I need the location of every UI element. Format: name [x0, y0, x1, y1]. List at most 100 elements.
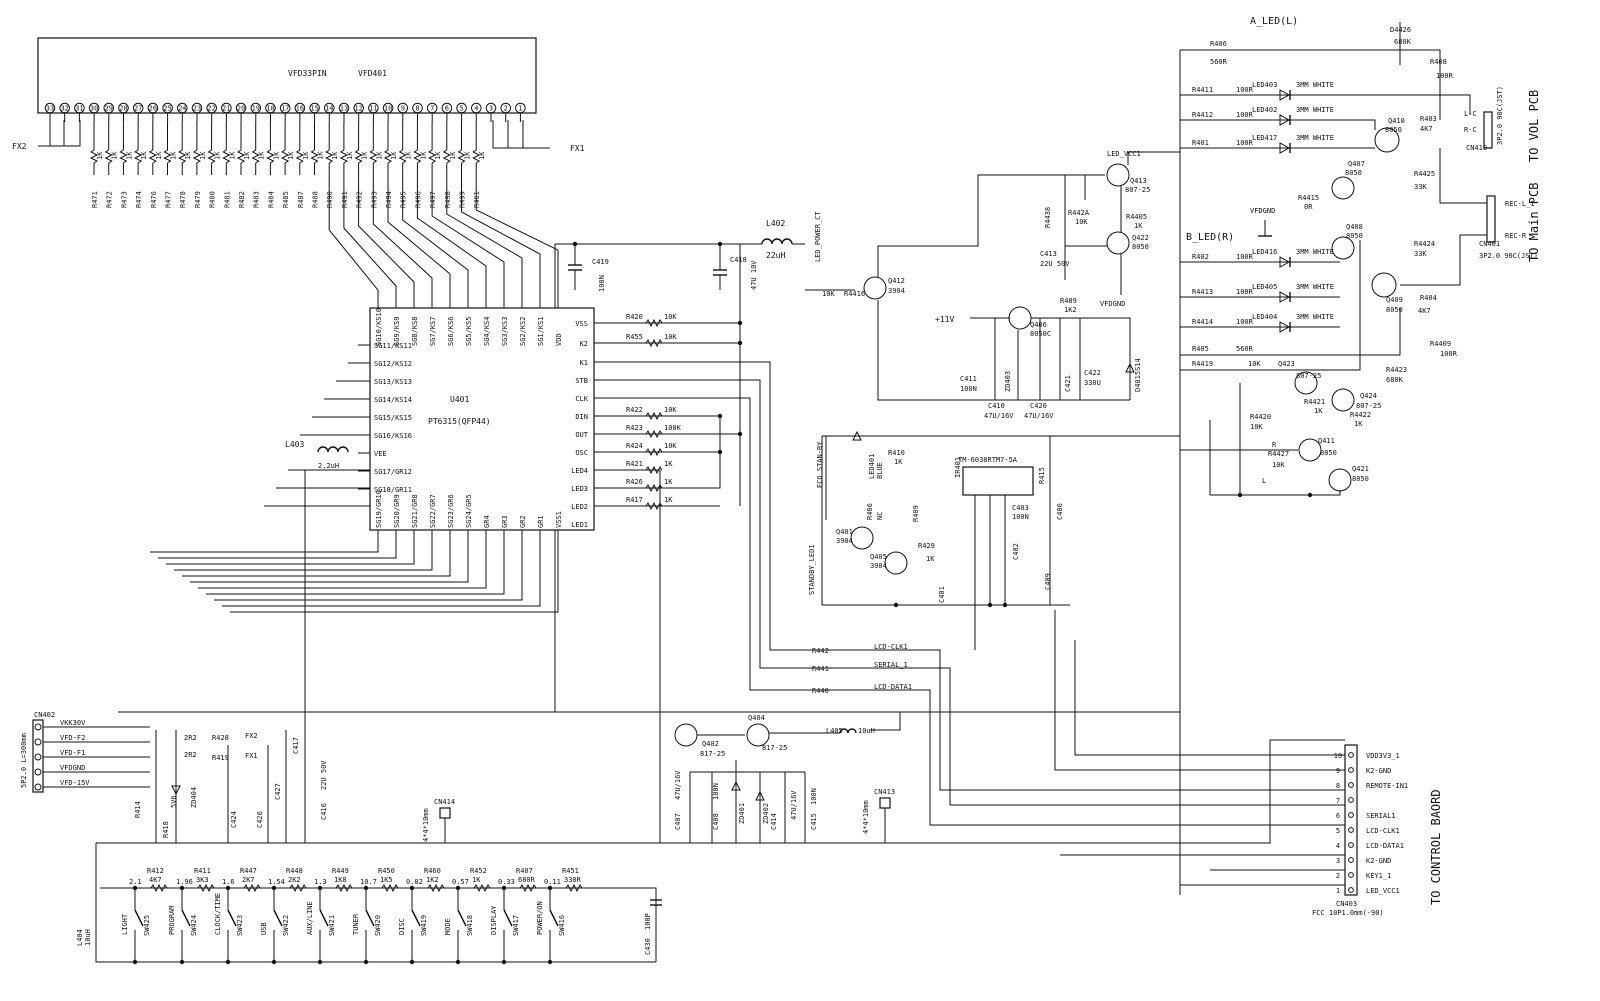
- vfd-pin: [265, 102, 276, 114]
- zd403-ref: ZD403: [1004, 371, 1012, 392]
- q423-ref: Q423: [1278, 360, 1295, 368]
- cn402-pin-label: VFD-F2: [60, 734, 85, 742]
- resistor-value: 1K: [664, 478, 673, 486]
- ic-left-pin-label: SG16/KS16: [374, 432, 412, 440]
- ir-standby: ECO STAN-BY LED401 BLUE R410 1K Q401 390…: [808, 430, 1180, 650]
- q409-ref: Q409: [1386, 296, 1403, 304]
- cn403-pin: [1348, 827, 1354, 833]
- switch-ref: SW417: [512, 915, 520, 936]
- q408-ref: Q408: [1346, 223, 1363, 231]
- switch-contact: [181, 909, 191, 927]
- switch-name: DISC: [398, 918, 406, 935]
- ic-bottom-pin-label: SG24/GR5: [465, 494, 473, 528]
- ic-bottom-pin-label: GR1: [537, 515, 545, 528]
- c430-val: 100P: [644, 913, 652, 930]
- r404-ref: R404: [1420, 294, 1437, 302]
- vfd-pin-number: 12: [354, 105, 362, 113]
- vfd-pin-number: 31: [75, 105, 83, 113]
- vfd-pin: [221, 102, 232, 114]
- l403-val: 2.2uH: [318, 462, 339, 470]
- q424-ref: Q424: [1360, 392, 1377, 400]
- cn414: CN414 4*4*10mm: [422, 798, 455, 843]
- vfd-pin: [471, 102, 482, 114]
- q402-q404: Q402 817-25 Q404 817-25 L405 10uH 47U/16…: [674, 712, 901, 843]
- resistor-symbol: [645, 447, 663, 457]
- vfd-pin-number: 11: [369, 105, 377, 113]
- cn403-pin: [1348, 782, 1354, 788]
- ic-bottom-trace: [222, 542, 541, 607]
- ic-right-pin-label: VSS: [575, 320, 588, 328]
- ic-right-pin-label: LED3: [571, 485, 588, 493]
- led-resistor-value: 100R: [1236, 139, 1254, 147]
- r4415-val: 0R: [1304, 203, 1313, 211]
- r408-val: 100R: [1436, 72, 1454, 80]
- c417-ref: C417: [292, 737, 300, 754]
- r4425-val: 33K: [1414, 183, 1427, 191]
- c416-val: 22U 50V: [320, 760, 328, 790]
- switch-resistor-value: 1K5: [380, 876, 393, 884]
- switch-resistor-value: 1K2: [426, 876, 439, 884]
- junction: [501, 959, 507, 965]
- r4422-val: 1K: [1354, 420, 1363, 428]
- q401-part: 3904: [836, 537, 853, 545]
- cn403-pin: [1348, 872, 1354, 878]
- switch-resistor-ref: R407: [516, 867, 533, 875]
- l405-val: 10uH: [858, 727, 875, 735]
- ic-bottom-trace: [158, 542, 397, 559]
- ic-bottom-pin-label: GR3: [501, 515, 509, 528]
- led-section: A_LED(L) B_LED(R) R406 560R D4426 680K R…: [1179, 16, 1471, 895]
- cn403-pin-label: SERIAL1: [1366, 812, 1396, 820]
- vfd-pin-number: 7: [430, 105, 434, 113]
- resistor-symbol: [133, 149, 143, 164]
- resistor-value: 100K: [664, 424, 682, 432]
- switch-contact: [457, 909, 467, 927]
- led-symbol: [1279, 291, 1291, 303]
- cn403-pin-label: KEY1_1: [1366, 872, 1391, 880]
- zd404-ref: ZD404: [190, 787, 198, 808]
- switch-name: PROGRAM: [168, 905, 176, 935]
- r-label: R: [1272, 441, 1277, 449]
- cn403-pin-number: 7: [1336, 797, 1340, 805]
- switch-resistor-value: 4K7: [149, 876, 162, 884]
- led401-type: BLUE: [876, 462, 884, 479]
- resistor-ref: R499: [459, 191, 467, 208]
- led-resistor-ref: R402: [1192, 253, 1209, 261]
- resistor-ref: R426: [626, 478, 643, 486]
- r4421-ref: R4421: [1304, 398, 1325, 406]
- vfd-title: VFD33PIN: [288, 69, 327, 78]
- cn403-pin-number: 3: [1336, 857, 1340, 865]
- ic-top-trace: [328, 175, 379, 296]
- ic-left-pin-label: SG18/GR11: [374, 486, 412, 494]
- resistor-value: 10K: [664, 313, 677, 321]
- q410-part: 8050: [1385, 126, 1402, 134]
- switch-resistor: [150, 883, 168, 893]
- cn403-pin-label: LCD-CLK1: [1366, 827, 1400, 835]
- q406-ref: Q406: [1030, 321, 1047, 329]
- switch-resistor-ref: R448: [286, 867, 303, 875]
- vfd-pin-number: 6: [445, 105, 449, 113]
- ic-bottom-pin-label: VSS1: [555, 511, 563, 528]
- vfd-pin-number: 1: [518, 105, 522, 113]
- switch-resistor-value: 330R: [564, 876, 582, 884]
- r406-ref: R406: [1210, 40, 1227, 48]
- cn403-pin-number: 2: [1336, 872, 1340, 880]
- resistor-symbol: [104, 149, 113, 164]
- resistor-value: 1K: [390, 151, 398, 160]
- cn402-pin: [34, 768, 42, 776]
- switch-name: LIGHT: [121, 913, 129, 935]
- l405-ref: L405: [826, 727, 843, 735]
- vfd-pin-number: 5: [459, 105, 463, 113]
- vfd-pin: [147, 102, 159, 114]
- vfd-pin: [309, 102, 320, 114]
- r489-ref: R489: [1060, 297, 1077, 305]
- cn414-size: 4*4*10mm: [422, 808, 430, 842]
- resistor-ref: R422: [626, 406, 643, 414]
- vfd-pin-number: 14: [325, 105, 333, 113]
- ic-top-trace: [402, 175, 469, 296]
- junction: [363, 885, 369, 891]
- resistor-ref: R490: [326, 191, 334, 208]
- vfd-pin: [324, 102, 335, 114]
- switch-resistor-value: 2K7: [242, 876, 255, 884]
